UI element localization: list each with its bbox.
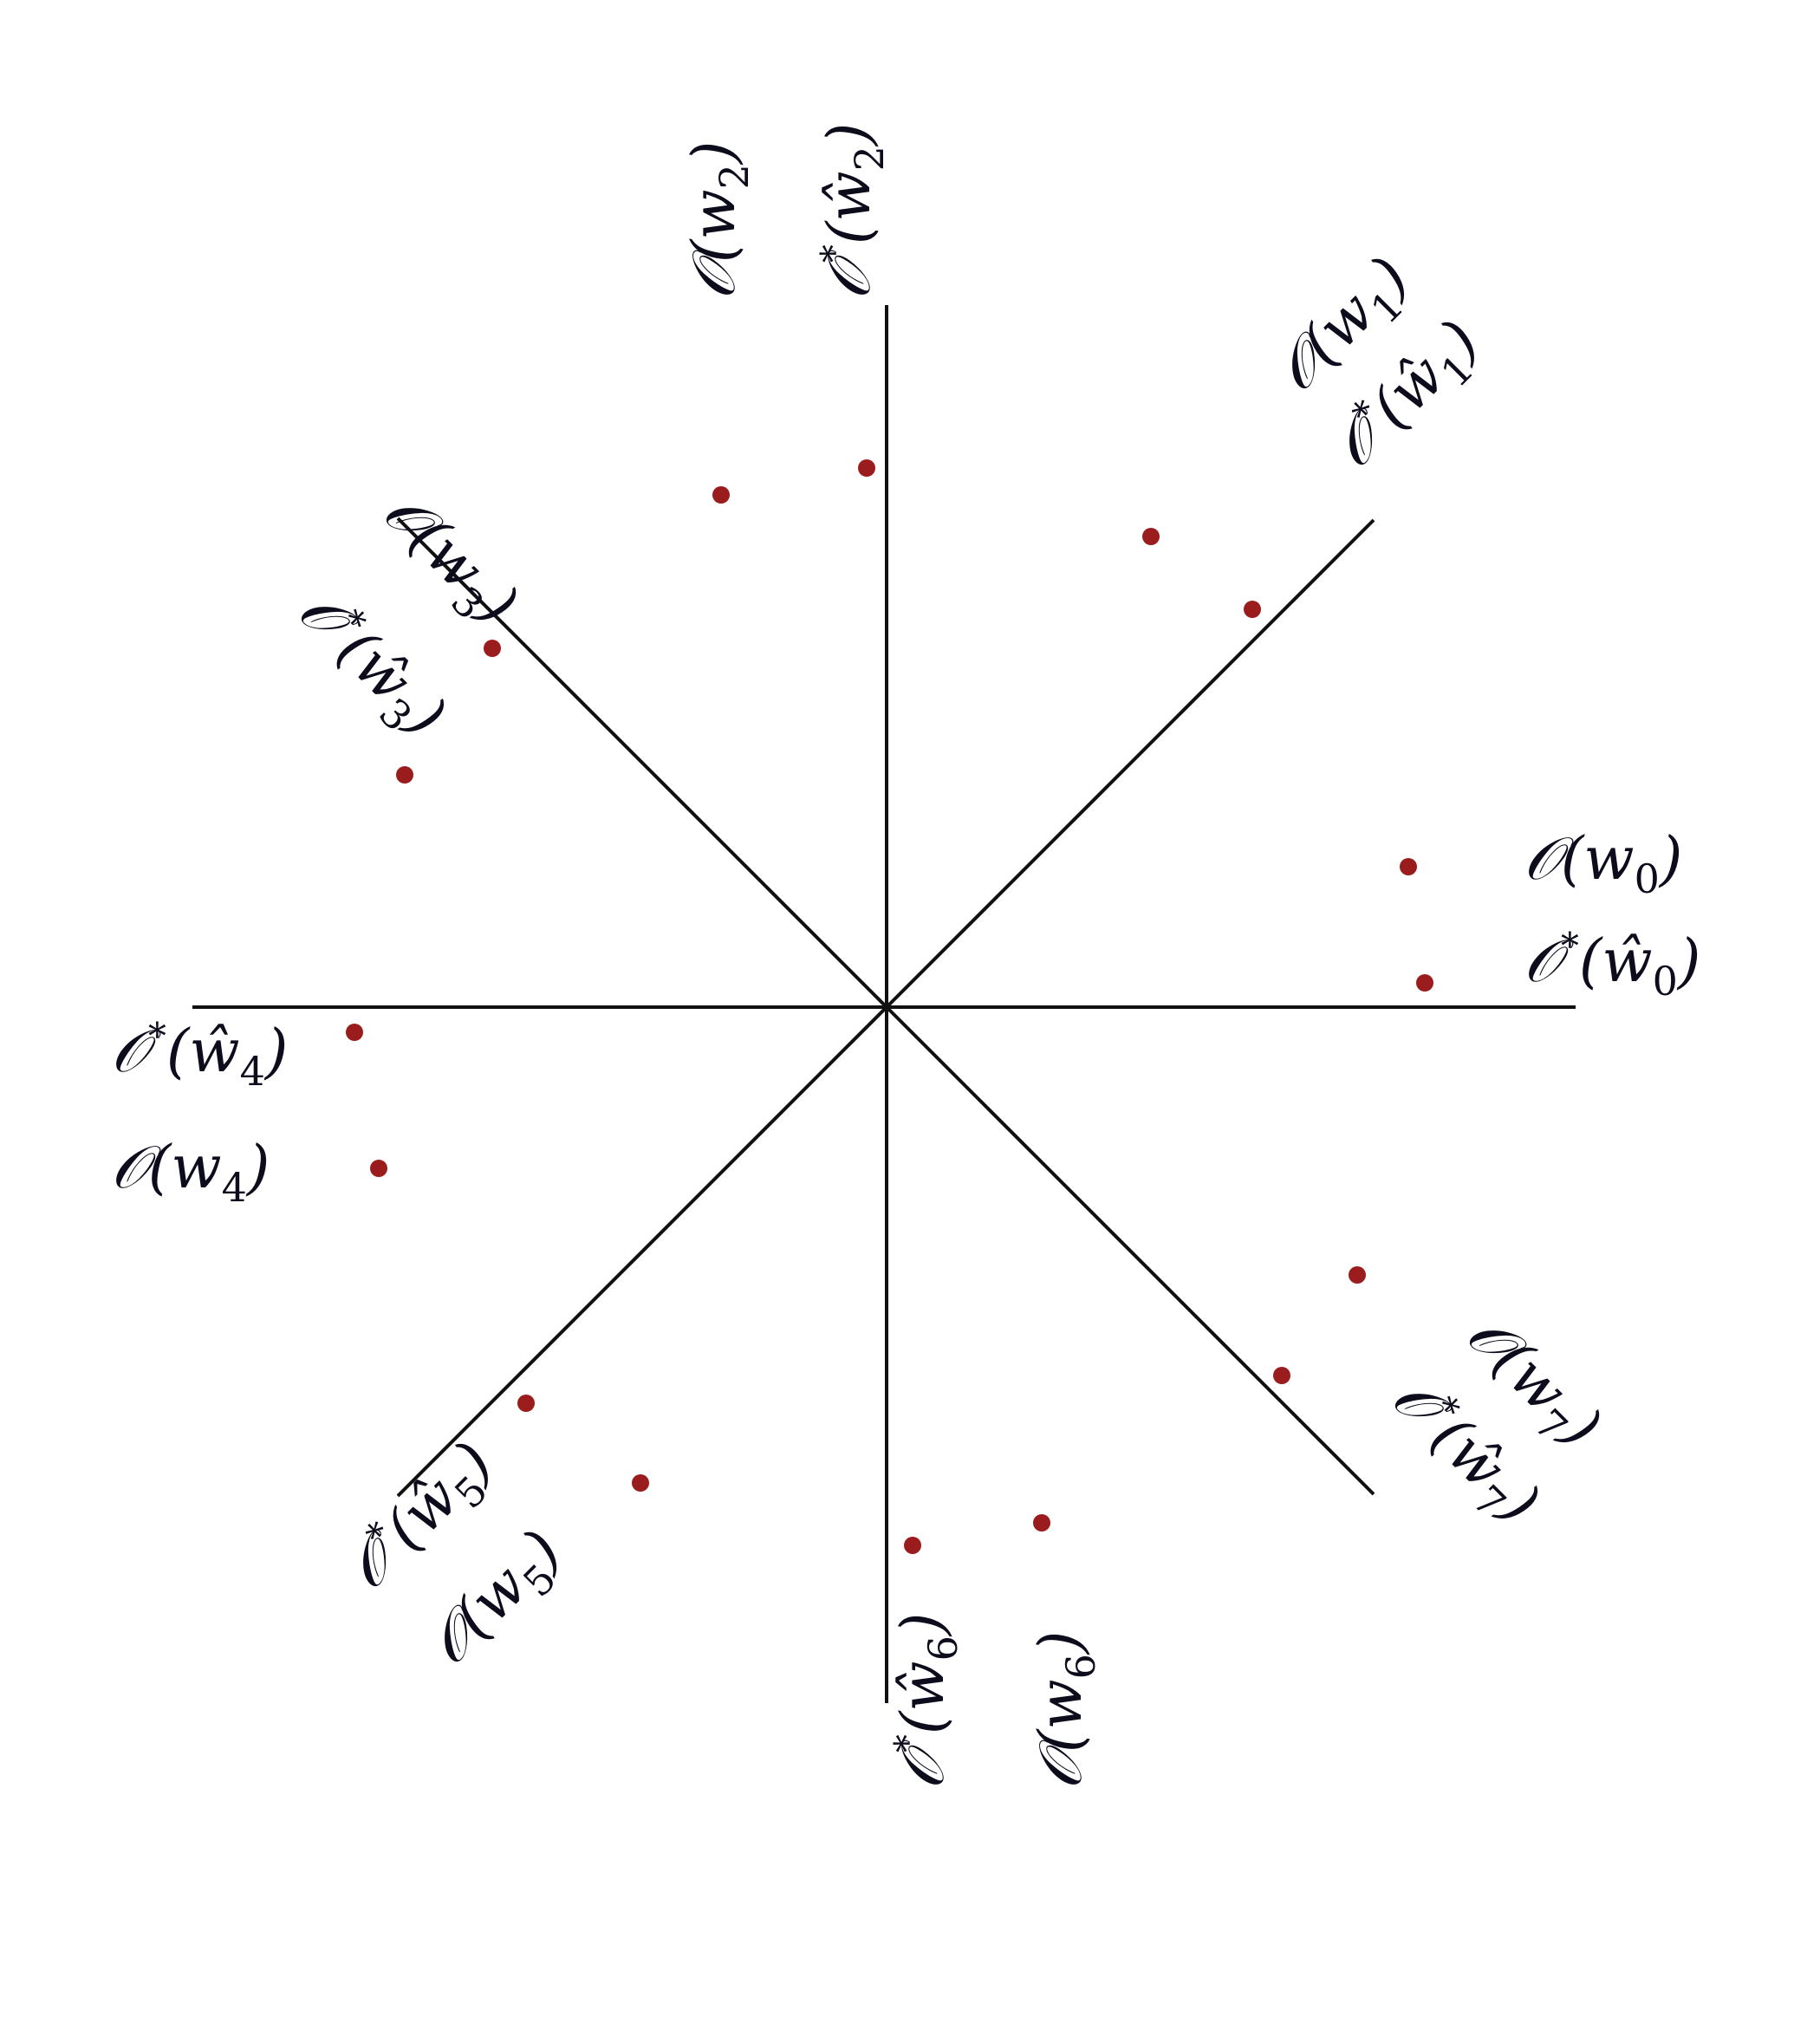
star-superscript: * bbox=[887, 1734, 929, 1753]
close-paren: ) bbox=[1676, 927, 1701, 996]
subscript-index: 4 bbox=[222, 1164, 247, 1211]
close-paren: ) bbox=[1658, 825, 1683, 894]
label-text: 𝒪(w7) bbox=[1447, 1300, 1615, 1467]
label-text: 𝒪*(ŵ6) bbox=[887, 1613, 966, 1790]
subscript-index: 0 bbox=[1635, 855, 1660, 902]
hat-variable: ŵ bbox=[816, 171, 884, 221]
point-w3-hat bbox=[396, 766, 413, 784]
open-paren: ( bbox=[680, 238, 749, 263]
variable: w bbox=[171, 1134, 221, 1202]
label-text: 𝒪(w6) bbox=[1027, 1631, 1104, 1790]
star-superscript: * bbox=[1561, 925, 1579, 967]
label-o-w0: 𝒪(w0) bbox=[1524, 825, 1682, 902]
point-w0-hat bbox=[1416, 974, 1433, 992]
point-w6-hat bbox=[904, 1537, 921, 1554]
point-w4-hat bbox=[346, 1024, 363, 1041]
ray-1 bbox=[885, 518, 1375, 1009]
label-o-w7: 𝒪(w7) bbox=[1447, 1300, 1615, 1467]
hat-variable: ŵ bbox=[1602, 927, 1652, 996]
label-text: 𝒪(w4) bbox=[111, 1134, 270, 1211]
close-paren: ) bbox=[245, 1134, 270, 1202]
star-superscript: * bbox=[148, 1015, 166, 1057]
point-w7-hat bbox=[1273, 1367, 1290, 1384]
open-paren: ( bbox=[148, 1134, 172, 1202]
point-w6 bbox=[1033, 1514, 1050, 1532]
ray-5 bbox=[396, 1005, 888, 1498]
open-paren: ( bbox=[816, 220, 884, 244]
hat-variable: ŵ bbox=[189, 1018, 239, 1086]
ray-3 bbox=[396, 517, 888, 1009]
subscript-index: 2 bbox=[846, 146, 893, 171]
label-text: 𝒪(w0) bbox=[1524, 825, 1682, 902]
open-paren: ( bbox=[1027, 1728, 1095, 1753]
subscript-index: 4 bbox=[240, 1048, 265, 1095]
label-ostar-w3: 𝒪*(ŵ3) bbox=[279, 575, 461, 757]
label-o-w4: 𝒪(w4) bbox=[111, 1134, 270, 1211]
subscript-index: 0 bbox=[1653, 958, 1678, 1005]
subscript-index: 2 bbox=[711, 164, 757, 189]
point-w7 bbox=[1349, 1266, 1366, 1284]
label-text: 𝒪*(ŵ4) bbox=[111, 1015, 288, 1095]
point-w4 bbox=[370, 1160, 387, 1177]
rays bbox=[192, 305, 1576, 1703]
open-paren: ( bbox=[1561, 825, 1585, 894]
point-w0 bbox=[1400, 858, 1417, 875]
close-paren: ) bbox=[816, 123, 884, 148]
points bbox=[346, 459, 1433, 1554]
variable: w bbox=[1027, 1679, 1095, 1729]
point-w1 bbox=[1142, 528, 1160, 545]
label-ostar-w6: 𝒪*(ŵ6) bbox=[887, 1613, 966, 1790]
close-paren: ) bbox=[889, 1613, 958, 1638]
subscript-index: 6 bbox=[1057, 1654, 1104, 1679]
subscript-index: 6 bbox=[920, 1636, 966, 1661]
point-w3 bbox=[484, 640, 501, 657]
open-paren: ( bbox=[166, 1018, 191, 1086]
label-text: 𝒪(w2) bbox=[680, 141, 757, 300]
close-paren: ) bbox=[680, 141, 749, 166]
star-superscript: * bbox=[813, 244, 855, 263]
variable: w bbox=[680, 189, 749, 239]
hat-variable: ŵ bbox=[889, 1661, 958, 1711]
open-paren: ( bbox=[1579, 927, 1603, 996]
point-w2 bbox=[712, 486, 730, 504]
close-paren: ) bbox=[1027, 1631, 1095, 1656]
close-paren: ) bbox=[263, 1018, 289, 1086]
point-w5 bbox=[632, 1474, 649, 1492]
point-w1-hat bbox=[1244, 601, 1261, 618]
label-o-w6: 𝒪(w6) bbox=[1027, 1631, 1104, 1790]
label-text: 𝒪*(ŵ3) bbox=[279, 575, 461, 757]
label-ostar-w4: 𝒪*(ŵ4) bbox=[111, 1015, 288, 1095]
point-w5-hat bbox=[517, 1395, 535, 1412]
label-o-w2: 𝒪(w2) bbox=[680, 141, 757, 300]
variable: w bbox=[1583, 825, 1634, 894]
open-paren: ( bbox=[889, 1710, 958, 1734]
point-w2-hat bbox=[858, 459, 875, 477]
ray-7 bbox=[885, 1005, 1375, 1496]
